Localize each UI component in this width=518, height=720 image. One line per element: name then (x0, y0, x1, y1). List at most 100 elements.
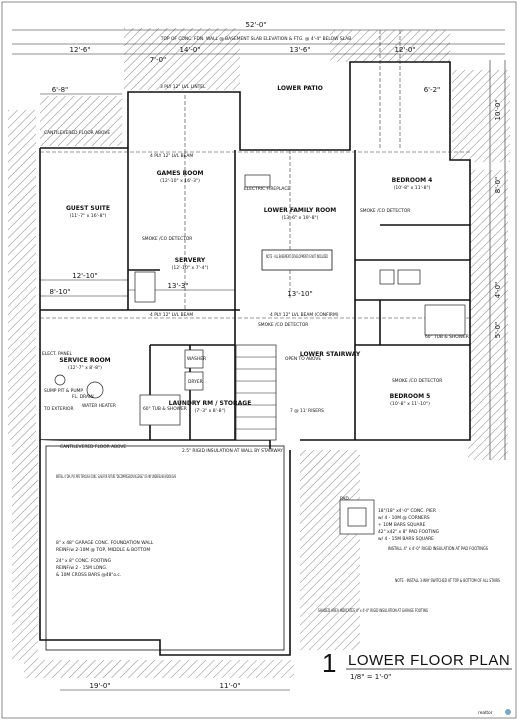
room-name-games: GAMES ROOM (157, 170, 204, 177)
room-size-guest: (11'-7" x 16'-8") (70, 213, 107, 219)
room-size-games: (12'-10" x 16'-3") (160, 178, 200, 184)
room-name-service: SERVICE ROOM (59, 357, 110, 364)
servery-cabinet (134, 271, 156, 303)
realtor-watermark: realtor (478, 709, 511, 716)
note-switch: NOTE - INSTALL 3-WAY SWITCHED AT TOP & B… (395, 578, 500, 584)
note-cross-bars: & 10M CROSS BARS @48"o.c. (56, 572, 121, 578)
note-conc-footing: 24" x 8" CONC. FOOTING (56, 558, 112, 564)
note-rigid-insulation: 2.5" RIGID INSULATION AT WALL BY STAIRWA… (182, 448, 283, 454)
note-smoke-guest: SMOKE /CO DETECTOR (142, 236, 192, 242)
note-dryer: DRYER (188, 379, 203, 385)
tub-shower-upper (424, 304, 466, 336)
water-heater (86, 381, 104, 399)
room-size-bedroom5: (10'-8" x 11'-10") (390, 401, 430, 407)
note-tub-lower: 60" TUB & SHOWER (143, 406, 187, 412)
note-install-rigid: INSTALL 4" x 4'-0" RIGID INSULATION AT P… (388, 546, 488, 552)
dim-right-8-0: 8'-0" (494, 177, 502, 194)
room-size-servery: (12'-10" x 7'-4") (172, 265, 209, 271)
dimension-lines (12, 29, 506, 691)
note-washer: WASHER (187, 356, 206, 362)
washer (184, 349, 204, 369)
room-name-patio: LOWER PATIO (277, 85, 323, 92)
note-elect-panel: ELECT. PANEL (42, 351, 72, 357)
dim-top-13-6: 13'-6" (289, 46, 310, 54)
dim-8-10: 8'-10" (49, 288, 70, 296)
room-size-laundry: (7'-3" x 8'-8") (195, 408, 226, 414)
note-sump: SUMP PIT & PUMP (44, 388, 83, 394)
note-water-heater: WATER HEATER (82, 403, 116, 409)
dim-overall-top: 52'-0" (245, 21, 266, 29)
dim-bottom-11-0: 11'-0" (219, 682, 240, 690)
note-risers: 7 @ 11' RISERS (290, 408, 324, 414)
note-beam-top: 4 PLY 12" LVL BEAM (150, 153, 193, 159)
note-smoke-bed4: SMOKE /CO DETECTOR (360, 208, 410, 214)
room-name-family: LOWER FAMILY ROOM (264, 207, 337, 214)
dim-top-12-0: 12'-0" (394, 46, 415, 54)
note-open-above: OPEN TO ABOVE (285, 356, 321, 362)
dim-right-4-0: 4'-0" (494, 282, 502, 299)
dim-bottom-19-0: 19'-0" (89, 682, 110, 690)
vanity-bedroom4 (397, 269, 421, 285)
note-pier: 18"/18" x4'-0" CONC. PIER (378, 508, 436, 514)
room-size-bedroom4: (10'-8" x 11'-8") (394, 185, 431, 191)
dim-left-6-8: 6'-8" (52, 86, 69, 94)
stairs (235, 344, 277, 441)
dim-13-10: 13'-10" (287, 290, 312, 298)
tub-shower-lower (139, 394, 181, 426)
note-garage-rebar: REINF/w 2-10M @ TOP, MIDDLE & BOTTOM (56, 547, 150, 553)
note-fl-drain: FL. DRAIN (72, 394, 94, 400)
note-smoke-bed5: SMOKE /CO DETECTOR (392, 378, 442, 384)
note-radon: INSTALL 4" DIA. PVC PIPE THROUGH CONC. S… (56, 474, 176, 480)
dim-right-10-0: 10'-0" (494, 99, 502, 120)
note-pier-corners: w/ 4 - 10M @ CORNERS (378, 515, 430, 521)
note-lintel: 3 PLY 12" LVL LINTEL (160, 84, 206, 90)
room-size-service: (12'-7" x 8'-8") (68, 365, 102, 371)
title-block: 1 LOWER FLOOR PLAN 1/8" = 1'-0" (322, 648, 512, 681)
title-text: LOWER FLOOR PLAN (348, 652, 510, 669)
note-footing-reinf: REINF/w 2 - 15M LONG. (56, 565, 107, 571)
note-pad-footing: 42" x42" x 8" PAD FOOTING (378, 529, 440, 535)
hatch-zones (8, 28, 510, 678)
note-tub-upper: 60" TUB & SHOWER (425, 334, 469, 340)
room-name-stairway: LOWER STAIRWAY (300, 351, 361, 358)
watermark-text: realtor (478, 710, 493, 716)
room-name-servery: SERVERY (175, 257, 206, 264)
dryer (184, 371, 204, 391)
toilet-bedroom4 (379, 269, 395, 285)
dim-right-6-2: 6'-2" (424, 86, 441, 94)
note-beam-mid: 4 PLY 12" LVL BEAM (150, 312, 193, 318)
room-name-guest: GUEST SUITE (66, 205, 110, 212)
interior-walls (40, 148, 470, 440)
note-pad-bars: w/ 4 - 15M BARS SQUARE (378, 536, 434, 542)
dim-top-14-0: 14'-0" (179, 46, 200, 54)
room-name-bedroom4: BEDROOM 4 (392, 177, 433, 184)
note-garage-wall: 8" x 48" GARAGE CONC. FOUNDATION WALL (56, 540, 154, 546)
title-number: 1 (322, 648, 336, 678)
note-beam-confirm: 4 PLY 12" LVL BEAM (CONFIRM) (270, 312, 339, 318)
note-fireplace: ELECTRIC FIREPLACE (244, 186, 290, 192)
top-banner: TOP OF CONC. FDN. WALL @ BASEMENT SLAB E… (160, 36, 351, 42)
note-smoke-stair: SMOKE /CO DETECTOR (258, 322, 308, 328)
title-scale: 1/8" = 1'-0" (350, 673, 391, 681)
room-labels: GAMES ROOM (12'-10" x 16'-3") GUEST SUIT… (59, 85, 432, 414)
room-size-family: (13'-6" x 19'-8") (282, 215, 319, 221)
room-name-bedroom5: BEDROOM 5 (390, 393, 431, 400)
note-cantilever-top: CANTILEVERED FLOOR ABOVE (44, 130, 110, 136)
dim-top-7-0: 7'-0" (150, 56, 167, 64)
sump-pit (54, 374, 66, 386)
dim-right-5-0: 5'-0" (494, 322, 502, 339)
dim-top-12-6: 12'-6" (69, 46, 90, 54)
dimension-text: 52'-0" 12'-6" 14'-0" 13'-6" 12'-0" 7'-0"… (49, 21, 502, 690)
fixtures (54, 174, 466, 426)
note-pier-ties: + 10M BARS SQUARE (378, 522, 426, 528)
dim-13-3: 13'-3" (167, 282, 188, 290)
conc-pier (347, 507, 367, 527)
room-name-laundry: LAUNDRY RM / STORAGE (169, 400, 252, 407)
dim-12-10: 12'-10" (72, 272, 97, 280)
electric-fireplace (244, 174, 271, 188)
note-pad: PAD (340, 496, 349, 502)
beam-lines (40, 30, 470, 319)
note-cantilever: CANTILEVERED FLOOR ABOVE (60, 444, 126, 450)
